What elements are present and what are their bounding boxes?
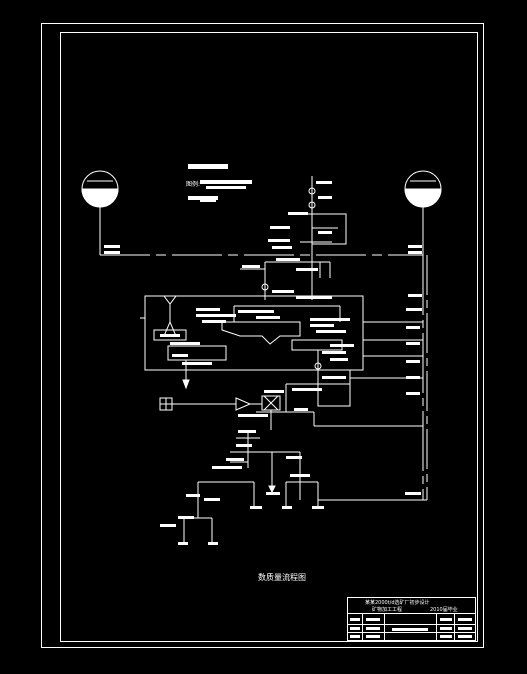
title-block-cell-marks [350, 618, 472, 638]
right-thickener-tank [404, 170, 442, 255]
crushing-circuit [240, 176, 347, 300]
flotation-section-labels [238, 376, 346, 417]
product-distribution-labels [160, 430, 324, 545]
title-block-project-name: 某某2000t/d选矿厂初步设计 [365, 599, 430, 606]
inner-drawing-frame [60, 32, 478, 642]
product-distribution-tree [183, 430, 319, 542]
legend-label: 图例: [186, 180, 200, 188]
outer-sheet-border [41, 23, 484, 648]
legend-block [188, 164, 252, 202]
title-block-year: 2010届毕业 [430, 606, 458, 613]
drawing-caption: 数质量流程图 [258, 572, 306, 582]
title-block [347, 597, 476, 641]
flotation-section [159, 350, 423, 430]
title-block-discipline: 矿物加工工程 [372, 606, 402, 613]
main-feed-line [100, 245, 423, 256]
left-thickener-tank [81, 170, 119, 255]
grinding-section-labels [160, 294, 422, 395]
grinding-section [140, 295, 423, 390]
crushing-circuit-labels [242, 181, 332, 299]
